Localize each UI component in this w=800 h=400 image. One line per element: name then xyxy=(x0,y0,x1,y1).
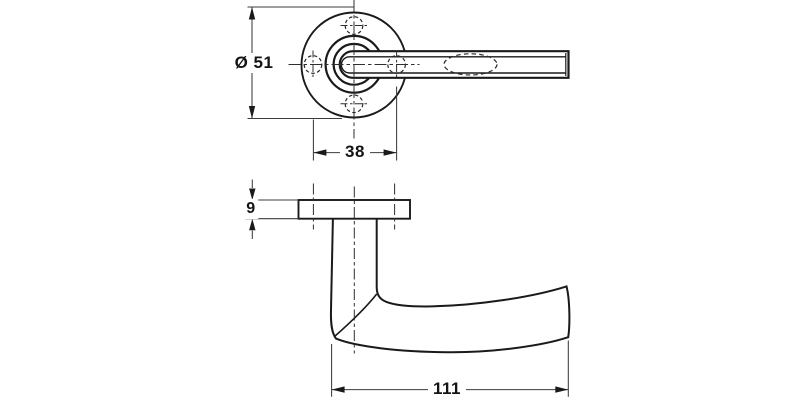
lever-grip-outline xyxy=(338,50,570,79)
lever-profile-outline xyxy=(329,218,571,354)
neck-transition-curve xyxy=(333,293,378,338)
side-view xyxy=(245,179,571,397)
arrowhead-right xyxy=(383,149,397,156)
arrowhead-right xyxy=(555,386,569,393)
arrowhead-left xyxy=(313,149,327,156)
front-view xyxy=(247,0,570,161)
dimension-label-hole-spacing: 38 xyxy=(340,142,370,162)
arrowhead-up xyxy=(248,7,256,20)
dimension-label-rose-diameter: Ø 51 xyxy=(229,53,279,73)
dimension-label-plate-thickness: 9 xyxy=(243,199,259,219)
arrowhead-left xyxy=(331,386,345,393)
arrowhead-down xyxy=(249,188,256,200)
dimension-label-lever-length: 111 xyxy=(428,379,466,399)
arrowhead-up xyxy=(249,218,256,231)
arrowhead-down xyxy=(248,106,256,119)
hidden-slot-ellipse xyxy=(443,53,498,76)
